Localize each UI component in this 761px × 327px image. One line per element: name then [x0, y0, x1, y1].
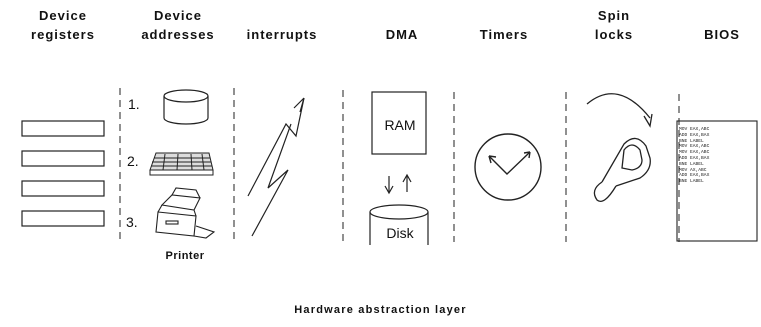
ram-box: [371, 91, 427, 155]
bios-code-line: BNE LABEL: [679, 161, 704, 167]
register-boxes: [21, 120, 105, 227]
spin-lock-icon: [586, 93, 653, 203]
header-spin-locks: Spin locks: [564, 6, 664, 44]
disk-label: Disk: [386, 225, 414, 241]
ram-label: RAM: [384, 117, 416, 133]
address-item-3: 3.: [126, 214, 138, 230]
header-dma: DMA: [352, 25, 452, 44]
bios-code: MOV EAX,ABC ADD EAX,BAX BNE LABEL MOV EA…: [679, 127, 757, 185]
header-line1: Device: [39, 8, 87, 23]
bios-code-line: MOV EAX,ABC: [679, 127, 710, 132]
header-line2: locks: [594, 27, 634, 42]
header-line2: addresses: [141, 27, 215, 42]
header-device-registers: Device registers: [13, 6, 113, 44]
register-box: [21, 120, 105, 137]
disk-drive-icon: [163, 89, 209, 125]
diagram-caption: Hardware abstraction layer: [294, 304, 467, 316]
printer-icon: [155, 187, 216, 239]
header-line2: BIOS: [704, 27, 740, 42]
dma-arrows-icon: [384, 173, 412, 195]
header-bios: BIOS: [672, 25, 761, 44]
header-timers: Timers: [454, 25, 554, 44]
header-line2: DMA: [385, 27, 419, 42]
header-device-addresses: Device addresses: [128, 6, 228, 44]
bios-code-line: MOV EAX,ABC: [679, 144, 710, 150]
bios-code-line: ADD EAX,BAX: [679, 132, 710, 138]
header-line1: Spin: [597, 8, 631, 23]
address-item-2: 2.: [127, 153, 139, 169]
bios-code-line: ADD EAX,BAX: [679, 155, 710, 161]
bios-code-line: ADD EAX,BAX: [679, 173, 710, 179]
bios-code-line: MOV AX,ABC: [679, 167, 707, 173]
register-box: [21, 150, 105, 167]
clock-icon: [474, 133, 542, 201]
register-box: [21, 210, 105, 227]
bios-code-line: BNE LABEL: [679, 179, 704, 185]
header-line1: Device: [154, 8, 202, 23]
bios-code-line: MOV EAX,ABC: [679, 150, 710, 156]
bios-code-line: BNE LABEL: [679, 138, 704, 144]
header-line2: interrupts: [246, 27, 318, 42]
keyboard-icon: [149, 152, 214, 176]
address-item-1: 1.: [128, 96, 140, 112]
dma-disk-icon: [369, 204, 429, 245]
register-box: [21, 180, 105, 197]
lightning-bolt-icon: [247, 97, 305, 237]
bios-sheet: [676, 120, 758, 242]
header-line2: Timers: [479, 27, 529, 42]
column-separators: [119, 88, 680, 242]
printer-label: Printer: [165, 250, 205, 262]
header-line2: registers: [31, 27, 95, 42]
header-interrupts: interrupts: [232, 25, 332, 44]
